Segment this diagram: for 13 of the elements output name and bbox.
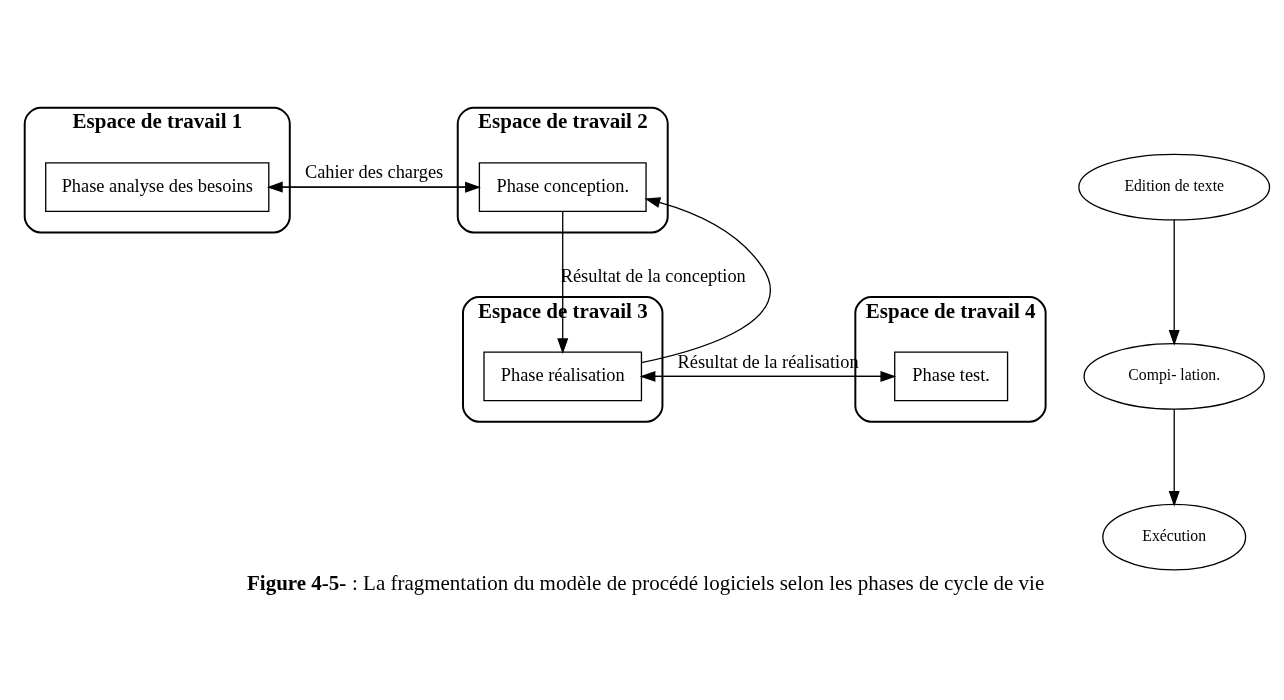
node-box: Phase analyse des besoins (45, 161, 270, 212)
arrow (1168, 407, 1180, 507)
arrow (1168, 218, 1180, 346)
edge-label: Cahier des charges (304, 161, 444, 182)
node-ellipse: Compi- lation. (1083, 342, 1265, 410)
node-box: Phase réalisation (483, 350, 643, 401)
arrow (640, 196, 772, 363)
node-box: Phase conception. (478, 161, 647, 212)
node-box: Phase test. (894, 350, 1009, 401)
node-ellipse: Edition de texte (1078, 153, 1271, 221)
caption: Figure 4-5- : La fragmentation du modèle de procédé logiciels selon les phases de cycle de vie (247, 570, 1045, 595)
arrow (557, 210, 569, 354)
node-ellipse: Exécution (1102, 503, 1247, 571)
